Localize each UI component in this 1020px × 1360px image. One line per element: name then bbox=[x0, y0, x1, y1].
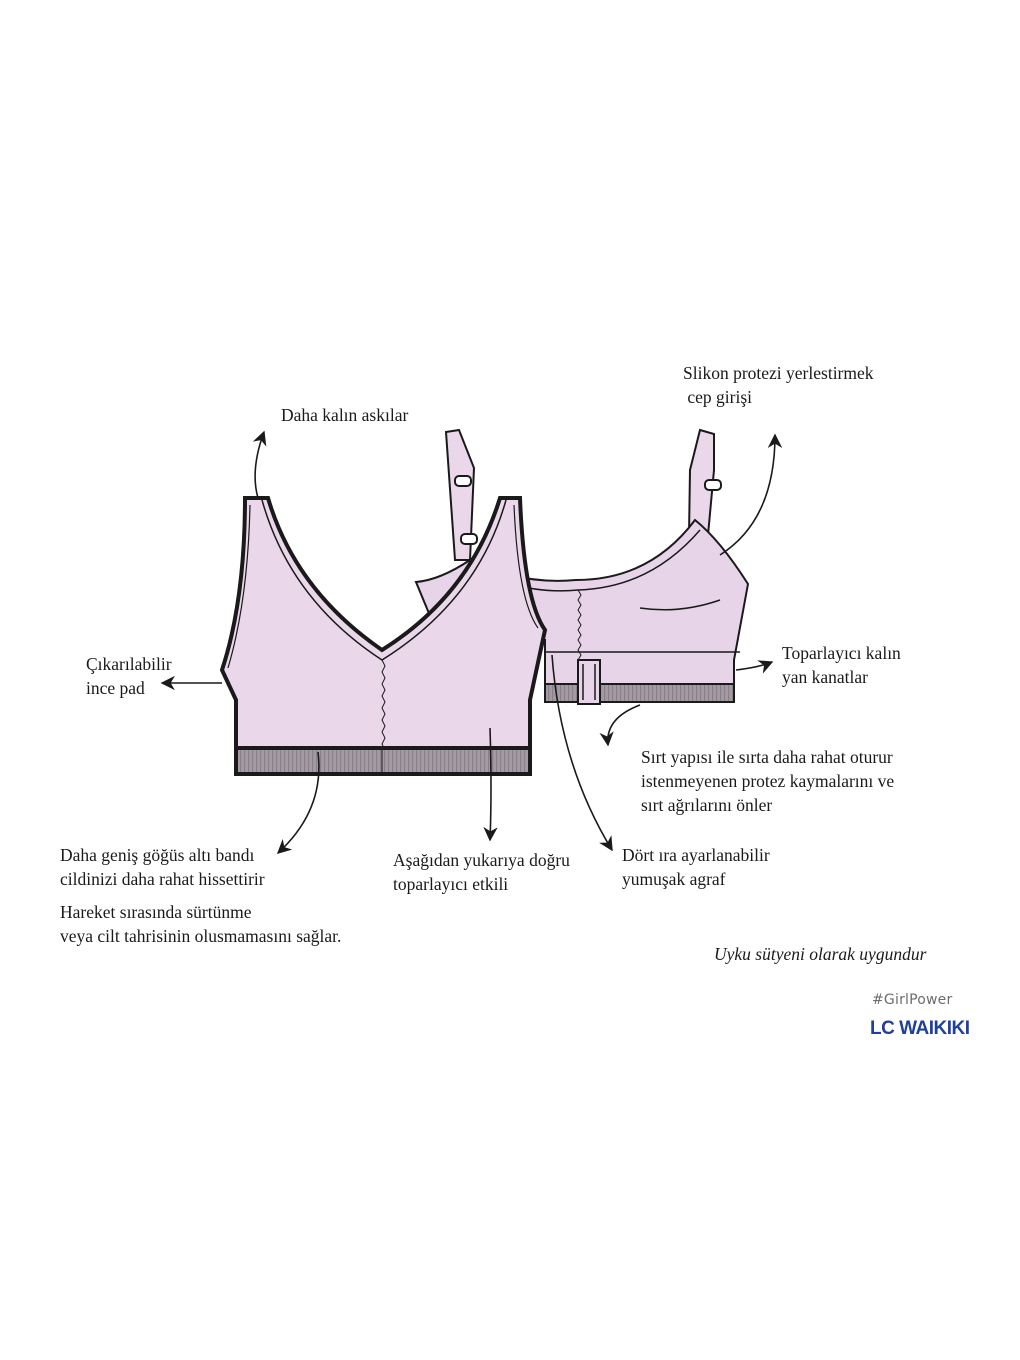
arrow-icon bbox=[599, 704, 641, 747]
label-removable-pad: Çıkarılabilir ince pad bbox=[86, 654, 172, 698]
pocket-opening bbox=[639, 599, 721, 611]
arrow-icon bbox=[735, 660, 774, 674]
strap-adjuster-3 bbox=[704, 479, 722, 491]
front-view-garment bbox=[219, 496, 548, 776]
arrow-icon bbox=[551, 654, 613, 852]
arrow-icon bbox=[252, 430, 267, 499]
arrow-icon bbox=[719, 433, 783, 556]
front-center-seam bbox=[381, 659, 386, 751]
label-sleep-bra: Uyku sütyeni olarak uygundur bbox=[714, 944, 927, 964]
hashtag-girlpower: #GirlPower bbox=[872, 992, 953, 1008]
back-band bbox=[544, 683, 735, 703]
label-back-structure: Sırt yapısı ile sırta daha rahat oturur … bbox=[641, 747, 895, 815]
callout-arrows bbox=[160, 430, 783, 854]
label-thicker-straps: Daha kalın askılar bbox=[281, 405, 409, 425]
label-wide-band: Daha geniş göğüs altı bandı cildinizi da… bbox=[60, 845, 265, 889]
front-underband bbox=[234, 746, 532, 776]
strap-adjuster-1 bbox=[454, 475, 472, 487]
front-body bbox=[219, 496, 548, 754]
back-view-garment bbox=[414, 428, 750, 705]
arrow-icon bbox=[483, 727, 498, 842]
back-strap-left bbox=[444, 428, 476, 561]
brand-logo: LC WAIKIKI bbox=[870, 1018, 970, 1039]
strap-adjuster-2 bbox=[460, 533, 478, 545]
label-side-wings: Toparlayıcı kalın yan kanatlar bbox=[782, 643, 901, 687]
arrow-icon bbox=[276, 751, 320, 854]
label-silicone-pocket: Slikon protezi yerlestirmek cep girişi bbox=[683, 363, 874, 407]
hook-closure bbox=[577, 659, 601, 705]
back-center-seam bbox=[577, 589, 582, 661]
label-friction: Hareket sırasında sürtünme veya cilt tah… bbox=[60, 902, 342, 946]
label-hook: Dört ıra ayarlanabilir yumuşak agraf bbox=[622, 845, 770, 889]
label-bottom-up: Aşağıdan yukarıya doğru toparlayıcı etki… bbox=[393, 850, 570, 894]
